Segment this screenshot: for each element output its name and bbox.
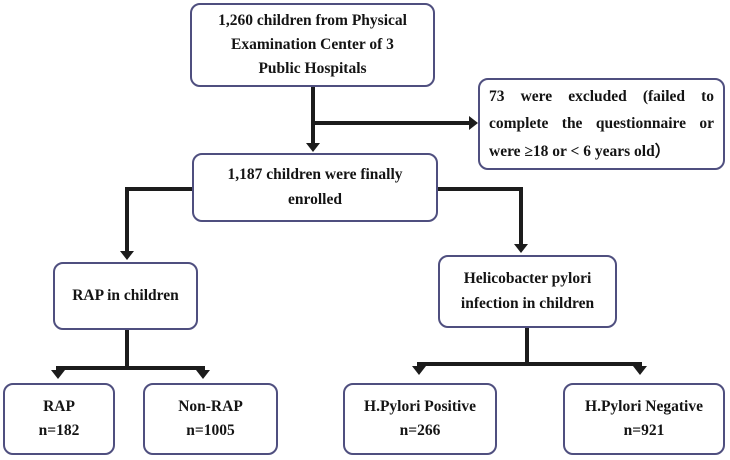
- box-rap-group: RAP in children: [53, 262, 198, 330]
- excluded-line-3: were ≥18 or < 6 years old）: [489, 142, 671, 160]
- connector-enrolled-to-hp-horizontal-line: [436, 187, 523, 191]
- enrolled-line-2: enrolled: [288, 190, 342, 208]
- arrow-down-to-rap-positive-icon: [51, 370, 65, 379]
- source-line-1: 1,260 children from Physical: [218, 11, 407, 29]
- arrow-down-to-hp-positive-icon: [412, 366, 426, 375]
- enrolled-line-1: 1,187 children were finally: [227, 166, 403, 184]
- connector-enrolled-to-rap-horizontal-line: [125, 187, 194, 191]
- box-source-population: 1,260 children from Physical Examination…: [190, 3, 435, 87]
- connector-hp-split-bar-line: [417, 362, 642, 366]
- rap-negative-label: Non-RAP: [178, 397, 243, 415]
- hp-positive-count: n=266: [399, 422, 441, 439]
- rap-negative-count: n=1005: [186, 422, 235, 439]
- box-hp-negative: H.Pylori Negative n=921: [563, 383, 725, 455]
- arrow-right-to-excluded-icon: [469, 116, 478, 130]
- connector-source-to-enrolled-line: [311, 87, 315, 145]
- box-enrolled: 1,187 children were finally enrolled: [192, 153, 438, 222]
- box-rap-negative: Non-RAP n=1005: [143, 383, 278, 455]
- arrow-down-to-hp-negative-icon: [633, 366, 647, 375]
- rap-positive-label: RAP: [43, 397, 75, 415]
- box-rap-positive: RAP n=182: [3, 383, 115, 455]
- source-line-3: Public Hospitals: [258, 60, 367, 78]
- arrow-down-to-enrolled-icon: [306, 143, 320, 152]
- arrow-down-to-hp-group-icon: [514, 244, 528, 253]
- hp-negative-count: n=921: [623, 422, 665, 439]
- connector-enrolled-to-hp-vertical-line: [519, 187, 523, 245]
- hp-negative-label: H.Pylori Negative: [585, 397, 703, 415]
- source-line-2: Examination Center of 3: [231, 36, 394, 53]
- hp-positive-label: H.Pylori Positive: [364, 397, 476, 415]
- connector-enrolled-to-rap-vertical-line: [125, 187, 129, 252]
- box-excluded: 73 were excluded (failed to complete the…: [478, 78, 725, 170]
- hp-group-line-1: Helicobacter pylori: [463, 270, 592, 288]
- connector-to-excluded-line: [311, 121, 469, 125]
- hp-group-line-2: infection in children: [460, 294, 595, 312]
- excluded-line-2: complete the questionnaire or: [489, 115, 714, 133]
- connector-rap-split-bar-line: [56, 366, 205, 370]
- arrow-down-to-rap-negative-icon: [196, 370, 210, 379]
- arrow-down-to-rap-group-icon: [120, 251, 134, 260]
- excluded-line-1: 73 were excluded (failed to: [489, 87, 714, 105]
- connector-rap-split-stem-line: [125, 330, 129, 368]
- rap-group-label: RAP in children: [72, 286, 179, 304]
- connector-hp-split-stem-line: [525, 328, 529, 366]
- box-hp-positive: H.Pylori Positive n=266: [343, 383, 497, 455]
- rap-positive-count: n=182: [38, 422, 80, 439]
- box-hp-group: Helicobacter pylori infection in childre…: [438, 255, 617, 328]
